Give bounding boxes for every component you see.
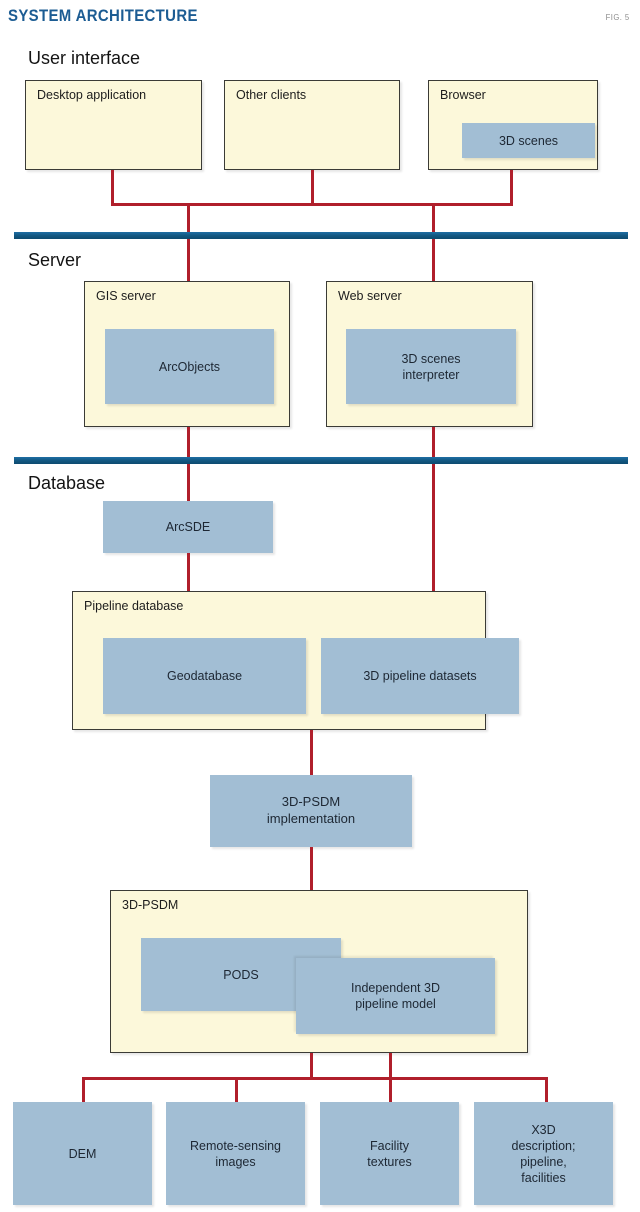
connector-desktop-app-stub — [111, 170, 114, 206]
connector-other-clients-stub — [311, 170, 314, 206]
figure-label: FIG. 5 — [606, 12, 630, 22]
box-dem: DEM — [13, 1102, 152, 1205]
connector-divider-to-arcsde — [187, 466, 190, 506]
connector-browser-stub — [510, 170, 513, 206]
connector-divider-to-gis-server — [187, 239, 190, 283]
connector-divider-to-web-server — [432, 239, 435, 283]
box-facility-textures: Facility textures — [320, 1102, 459, 1205]
box-x3d-description: X3D description; pipeline, facilities — [474, 1102, 613, 1205]
box-3d-scenes: 3D scenes — [462, 123, 595, 158]
divider-database — [14, 457, 628, 464]
box-3d-pipeline-datasets: 3D pipeline datasets — [321, 638, 519, 714]
connector-divider-to-pipeline — [432, 466, 435, 594]
box-3d-psdm: 3D-PSDM PODS Independent 3D pipeline mod… — [110, 890, 528, 1053]
box-title-pipeline-database: Pipeline database — [84, 599, 184, 613]
box-remote-sensing-images: Remote-sensing images — [166, 1102, 305, 1205]
connector-bus-to-x3d — [545, 1077, 548, 1105]
box-title-3d-psdm: 3D-PSDM — [122, 898, 179, 912]
box-gis-server: GIS server ArcObjects — [84, 281, 290, 427]
box-title-desktop-application: Desktop application — [37, 88, 147, 102]
connector-web-server-to-pipeline — [432, 427, 435, 472]
box-other-clients: Other clients — [224, 80, 400, 170]
box-title-web-server: Web server — [338, 289, 402, 303]
connector-sources-bus — [82, 1077, 548, 1080]
connector-bus-to-facility-textures — [389, 1053, 392, 1105]
box-geodatabase: Geodatabase — [103, 638, 306, 714]
box-arcsde: ArcSDE — [103, 501, 273, 553]
tier-label-user-interface: User interface — [28, 48, 141, 68]
tier-label-database: Database — [28, 473, 106, 493]
box-title-browser: Browser — [440, 88, 486, 102]
connector-gis-server-to-arcsde — [187, 427, 190, 472]
box-desktop-application: Desktop application — [25, 80, 202, 170]
page-title: SYSTEM ARCHITECTURE — [8, 6, 198, 25]
box-browser: Browser 3D scenes — [428, 80, 598, 170]
box-independent-3d-pipeline-model: Independent 3D pipeline model — [296, 958, 495, 1034]
box-3d-psdm-implementation: 3D-PSDM implementation — [210, 775, 412, 847]
tier-label-server: Server — [28, 250, 82, 270]
connector-psdm-to-sources-bus — [310, 1053, 313, 1080]
box-pipeline-database: Pipeline database Geodatabase 3D pipelin… — [72, 591, 519, 730]
connector-implementation-to-psdm — [310, 847, 313, 892]
box-3d-scenes-interpreter: 3D scenes interpreter — [346, 329, 516, 404]
box-title-other-clients: Other clients — [236, 88, 307, 102]
box-web-server: Web server 3D scenes interpreter — [326, 281, 533, 427]
connector-ui-to-web-server — [432, 203, 435, 239]
connector-pipeline-to-implementation — [310, 730, 313, 777]
connector-ui-bus — [111, 203, 513, 206]
divider-server — [14, 232, 628, 239]
connector-bus-to-dem — [82, 1077, 85, 1105]
connector-bus-to-remote-sensing — [235, 1077, 238, 1105]
connector-ui-to-gis-server — [187, 203, 190, 239]
connector-arcsde-to-pipeline — [187, 553, 190, 593]
box-title-gis-server: GIS server — [96, 289, 156, 303]
box-arcobjects: ArcObjects — [105, 329, 274, 404]
